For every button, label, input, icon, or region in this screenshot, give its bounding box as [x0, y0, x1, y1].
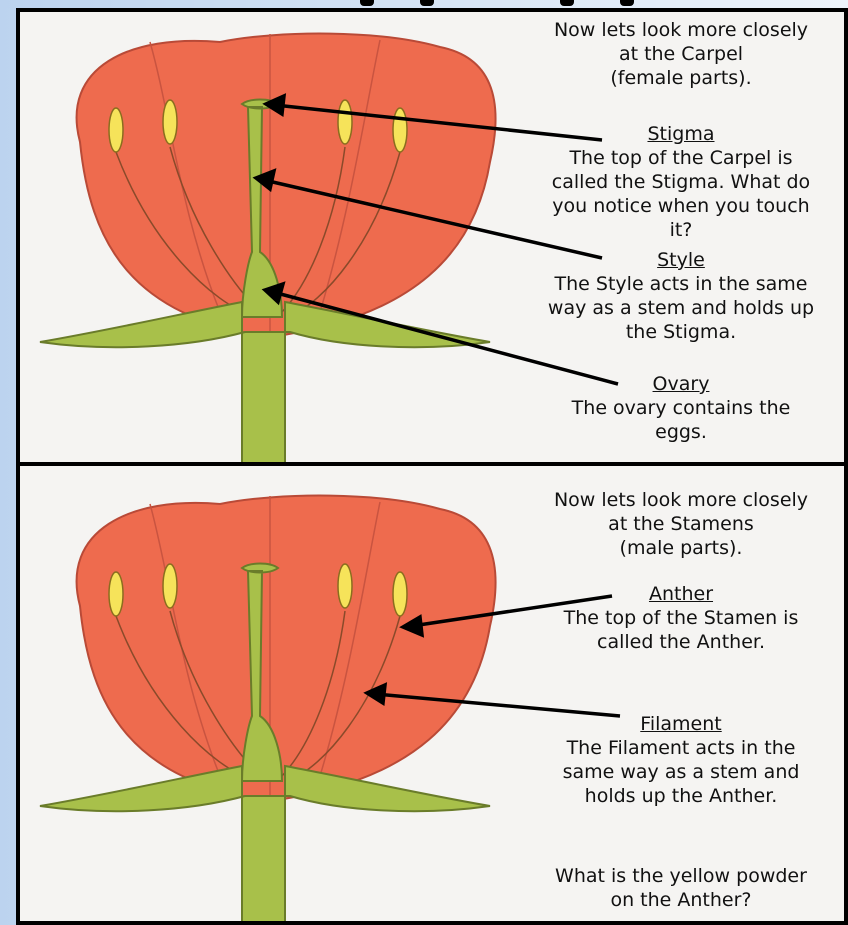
anther-shape [338, 100, 352, 144]
anther-shape [163, 100, 177, 144]
filament-line: holds up the Anther. [506, 784, 848, 808]
ovary-heading: Ovary [506, 372, 848, 396]
stigma-label: Stigma The top of the Carpel is called t… [506, 122, 848, 242]
petal-cup [77, 496, 496, 801]
intro-line: Now lets look more closely [506, 488, 848, 512]
style-line: way as a stem and holds up [506, 296, 848, 320]
intro-line: (female parts). [506, 66, 848, 90]
ovary-line: The ovary contains the [506, 396, 848, 420]
style-label: Style The Style acts in the same way as … [506, 248, 848, 344]
intro-line: Now lets look more closely [506, 18, 848, 42]
stigma-line: The top of the Carpel is [506, 146, 848, 170]
carpel-panel: Now lets look more closely at the Carpel… [16, 8, 848, 466]
anther-shape [109, 572, 123, 616]
filament-line: The Filament acts in the [506, 736, 848, 760]
anther-shape [109, 108, 123, 152]
stigma-line: called the Stigma. What do [506, 170, 848, 194]
intro-line: at the Carpel [506, 42, 848, 66]
question-text: What is the yellow powder on the Anther? [506, 864, 848, 912]
intro-line: (male parts). [506, 536, 848, 560]
style-line: The Style acts in the same [506, 272, 848, 296]
flower-illustration [40, 34, 496, 466]
anther-line: The top of the Stamen is [506, 606, 848, 630]
anther-heading: Anther [506, 582, 848, 606]
style-line: the Stigma. [506, 320, 848, 344]
stigma-line: it? [506, 218, 848, 242]
stigma-line: you notice when you touch [506, 194, 848, 218]
anther-shape [393, 108, 407, 152]
anther-label: Anther The top of the Stamen is called t… [506, 582, 848, 654]
anther-shape [338, 564, 352, 608]
ovary-line: eggs. [506, 420, 848, 444]
cropped-title [0, 0, 848, 6]
anther-line: called the Anther. [506, 630, 848, 654]
intro-line: at the Stamens [506, 512, 848, 536]
stigma-heading: Stigma [506, 122, 848, 146]
anther-shape [393, 572, 407, 616]
anther-shape [163, 564, 177, 608]
question-line: on the Anther? [506, 888, 848, 912]
filament-line: same way as a stem and [506, 760, 848, 784]
filament-label: Filament The Filament acts in the same w… [506, 712, 848, 808]
question-line: What is the yellow powder [506, 864, 848, 888]
ovary-label: Ovary The ovary contains the eggs. [506, 372, 848, 444]
stamen-panel: Now lets look more closely at the Stamen… [16, 462, 848, 925]
stamen-intro: Now lets look more closely at the Stamen… [506, 488, 848, 560]
filament-heading: Filament [506, 712, 848, 736]
flower-illustration [40, 496, 496, 925]
carpel-intro: Now lets look more closely at the Carpel… [506, 18, 848, 90]
style-heading: Style [506, 248, 848, 272]
